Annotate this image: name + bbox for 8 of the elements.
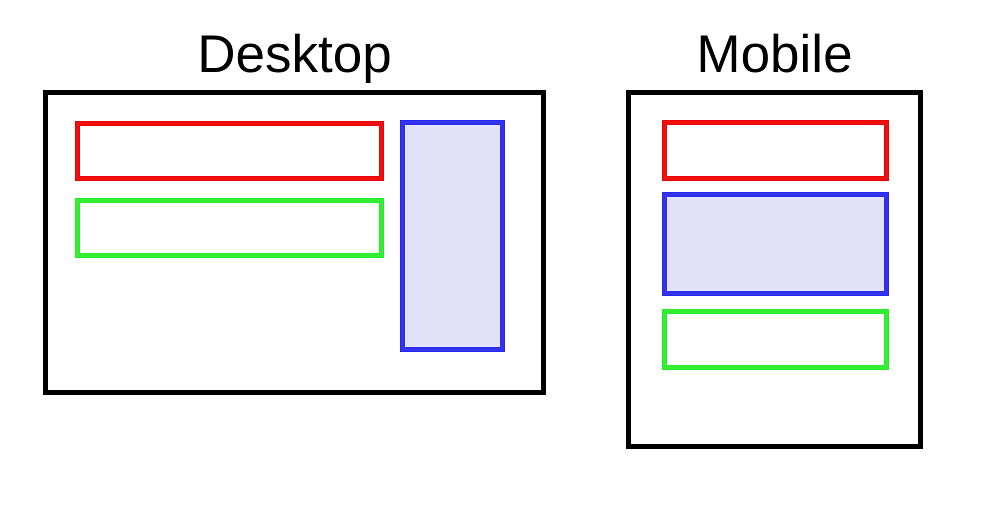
shaded-layout-block [400,120,505,352]
shaded-layout-block [662,192,889,296]
layout-block [662,309,889,370]
frame-title: Desktop [197,28,392,81]
frame-title: Mobile [696,28,853,81]
layout-block [75,198,384,258]
layout-block [662,120,889,181]
layout-block [75,121,384,181]
